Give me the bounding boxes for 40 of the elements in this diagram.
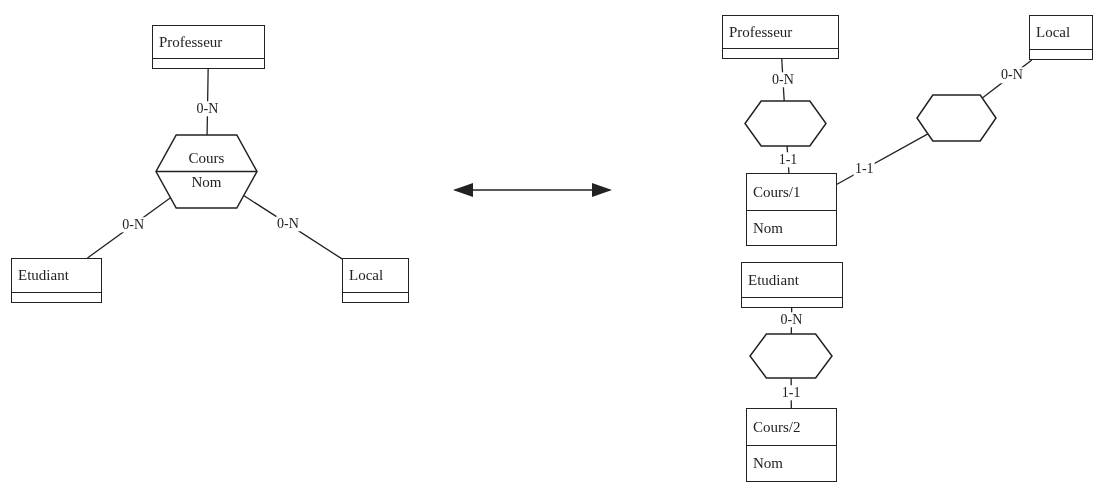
association-hexagon xyxy=(917,95,996,141)
entity-name: Local xyxy=(1035,23,1072,42)
attribute-name: Nom xyxy=(190,173,223,191)
entity-name: Etudiant xyxy=(747,270,800,290)
entity-name: Local xyxy=(348,266,385,285)
entity-name: Professeur xyxy=(728,22,794,42)
entity-box xyxy=(152,25,265,69)
connector-line xyxy=(790,377,792,409)
connector-line xyxy=(836,133,929,185)
connector-line xyxy=(786,145,790,174)
cardinality-label: 0-N xyxy=(1000,67,1024,83)
entity-name: Professeur xyxy=(158,32,224,52)
entity-box xyxy=(342,258,409,303)
entity-box xyxy=(1029,15,1093,60)
entity-name: Etudiant xyxy=(17,266,70,285)
cardinality-label: 1-1 xyxy=(780,385,802,401)
cardinality-label: 0-N xyxy=(771,72,795,88)
cardinality-label: 1-1 xyxy=(853,161,875,177)
entity-box xyxy=(11,258,102,303)
entity-box xyxy=(746,408,837,482)
cardinality-label: 0-N xyxy=(779,312,804,328)
cardinality-label: 0-N xyxy=(276,216,300,232)
cardinality-label: 0-N xyxy=(121,217,145,233)
association-hexagon xyxy=(750,334,832,378)
association-hexagon xyxy=(745,101,826,146)
connector-line xyxy=(790,307,793,335)
cardinality-label: 1-1 xyxy=(777,151,799,168)
entity-box xyxy=(741,262,843,308)
entity-box xyxy=(746,173,837,246)
connector-line xyxy=(243,194,343,260)
connector-line xyxy=(206,68,209,136)
entity-name: Cours/1 xyxy=(747,174,836,211)
cardinality-label: 0-N xyxy=(195,100,220,117)
entity-name: Cours/2 xyxy=(747,409,836,446)
relationship-name: Cours xyxy=(187,149,226,167)
attribute-name: Nom xyxy=(752,454,784,473)
relationship-hexagon xyxy=(156,135,257,208)
attribute-name: Nom xyxy=(752,218,784,238)
connector-line xyxy=(781,58,785,102)
entity-box xyxy=(722,15,839,59)
